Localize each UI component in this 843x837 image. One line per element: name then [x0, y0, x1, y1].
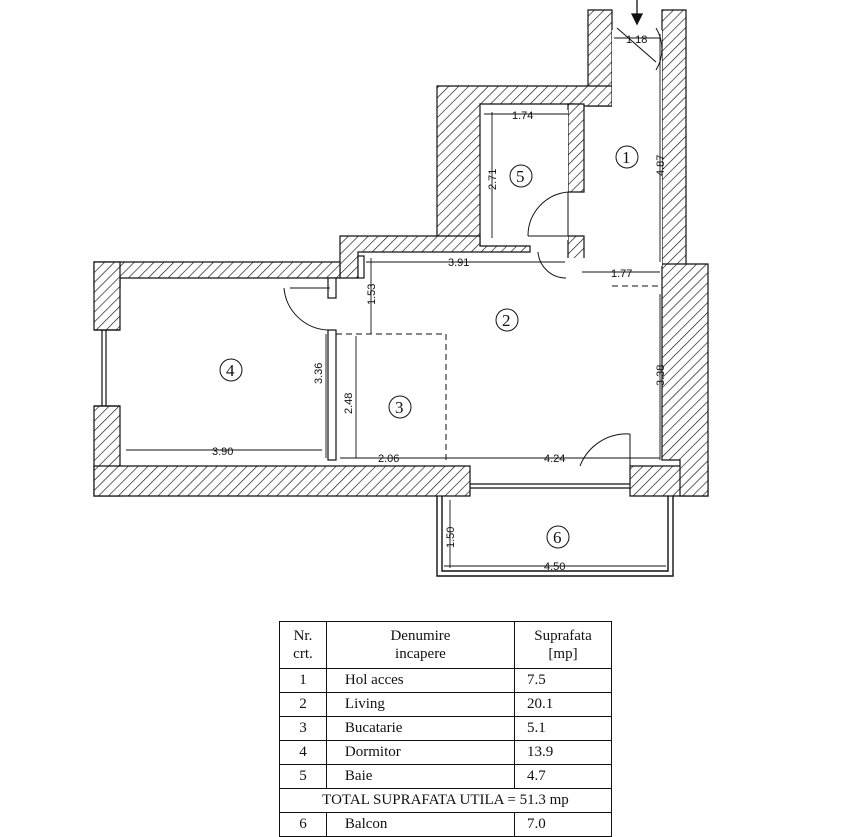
wall-bedroom-left-top	[93, 261, 121, 331]
dim-bedroom-width: 3.90	[212, 446, 233, 458]
room-marker-3: 3	[388, 395, 412, 419]
dim-living-width: 3.91	[448, 257, 469, 269]
dim-kitchen-depth: 2.48	[343, 393, 355, 414]
partition-bedroom-living	[327, 255, 365, 461]
table-row: 3 Bucatarie 5.1	[279, 716, 613, 741]
room-markers: 1 2 3 4 5 6	[219, 145, 639, 549]
dim-bath-width: 1.74	[512, 110, 533, 122]
table-row: 2 Living 20.1	[279, 692, 613, 717]
svg-text:5: 5	[516, 167, 525, 186]
dim-bath-length: 2.71	[487, 169, 499, 190]
dim-living-niche: 1.53	[366, 284, 378, 305]
svg-text:2: 2	[502, 311, 511, 330]
table-row-partial: 6 Balcon 7.0	[279, 812, 613, 837]
kitchen-outline	[336, 333, 447, 460]
doors	[283, 27, 663, 467]
wall-hall-right	[661, 9, 687, 267]
table-row: 4 Dormitor 13.9	[279, 740, 613, 765]
dim-entry-width: 1.18	[626, 34, 647, 46]
total-area: TOTAL SUPRAFATA UTILA = 51.3 mp	[279, 788, 612, 813]
header-nr: Nr.crt.	[279, 621, 327, 669]
room-marker-2: 2	[495, 308, 519, 332]
dim-bedroom-depth: 3.36	[313, 363, 325, 384]
svg-text:4: 4	[226, 361, 235, 380]
table-row: 1 Hol acces 7.5	[279, 668, 613, 693]
room-marker-1: 1	[615, 145, 639, 169]
room-marker-4: 4	[219, 358, 243, 382]
dim-hall-length: 4.87	[655, 155, 667, 176]
svg-text:1: 1	[622, 148, 631, 167]
dim-living-length: 4.24	[544, 453, 565, 465]
entry-arrow	[630, 0, 644, 26]
room-marker-5: 5	[509, 164, 533, 188]
dim-living-depth: 3.38	[655, 365, 667, 386]
wall-bath-separator	[567, 103, 585, 193]
dimension-labels: 1.18 4.87 1.74 2.71 3.91 1.77 1.53 3.38 …	[212, 34, 667, 573]
dim-balcony-depth: 1.50	[445, 527, 457, 548]
balcony-door-window	[470, 483, 630, 489]
wall-living-right	[661, 263, 709, 497]
room-marker-6: 6	[546, 525, 570, 549]
room-fills	[125, 30, 662, 458]
table-total-row: TOTAL SUPRAFATA UTILA = 51.3 mp	[279, 788, 612, 813]
bedroom-window	[94, 329, 120, 407]
dim-balcony-width: 4.50	[544, 561, 565, 573]
balcony	[436, 496, 674, 577]
floor-plan: 1.18 4.87 1.74 2.71 3.91 1.77 1.53 3.38 …	[93, 0, 709, 577]
wall-bath-bottom	[339, 235, 531, 279]
dim-kitchen-width: 2.06	[378, 453, 399, 465]
table-row: 5 Baie 4.7	[279, 764, 613, 789]
svg-text:3: 3	[395, 398, 404, 417]
svg-text:6: 6	[553, 528, 562, 547]
dim-hall-offset: 1.77	[611, 268, 632, 280]
header-area: Suprafata[mp]	[513, 621, 613, 669]
wall-bottom	[93, 465, 471, 497]
dimension-lines	[126, 34, 666, 568]
